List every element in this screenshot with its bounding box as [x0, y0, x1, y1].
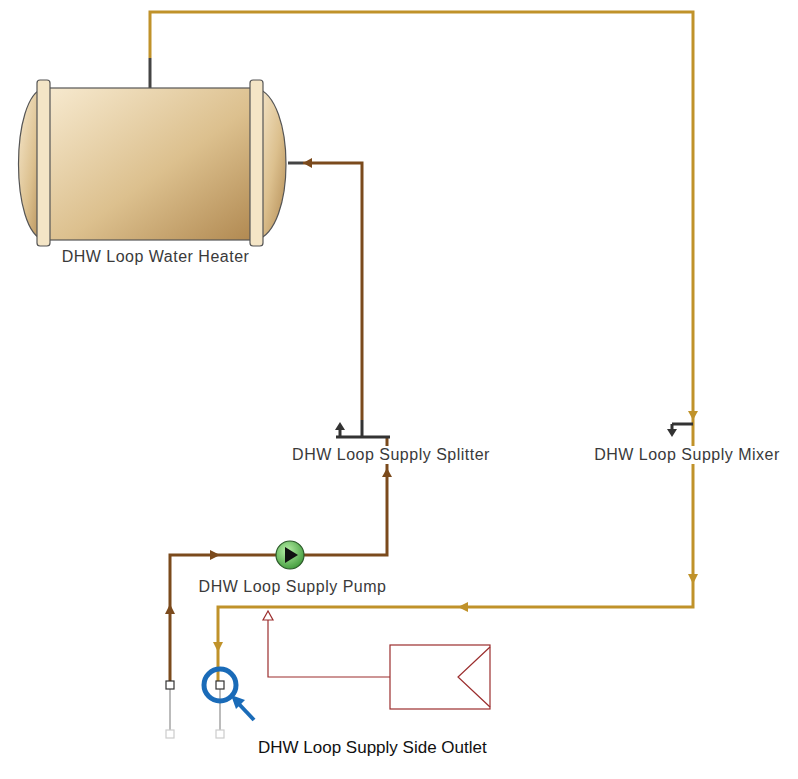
tank-flange — [37, 80, 50, 246]
node-square — [216, 681, 224, 689]
setpoint-arrow — [263, 611, 273, 620]
splitter-outlet — [339, 429, 342, 437]
flow-arrow — [210, 550, 220, 560]
callout-arrow — [238, 703, 254, 720]
water-heater: DHW Loop Water Heater — [8, 58, 303, 270]
supply-outlet-pipe — [218, 468, 693, 681]
tank-flange — [250, 80, 263, 246]
flow-arrow — [213, 642, 223, 652]
pipe-connector — [150, 12, 693, 420]
component-label: DHW Loop Supply Splitter — [290, 446, 492, 464]
tank-body — [44, 88, 256, 240]
tank-outlet-nozzle — [149, 58, 152, 88]
pump-symbol — [276, 541, 304, 569]
pipe-connector — [386, 468, 389, 540]
splitter-outlet — [361, 420, 364, 437]
node-square — [166, 681, 174, 689]
pump-node: DHW Loop Supply Pump — [180, 540, 405, 600]
flow-arrow — [165, 604, 175, 614]
component-label: DHW Loop Supply Pump — [197, 578, 389, 596]
splitter-arrow — [335, 422, 345, 430]
node-square — [166, 730, 174, 738]
mixer-node: DHW Loop Supply Mixer — [580, 420, 794, 468]
callout-arrowhead — [231, 695, 245, 709]
mixer-inlet — [672, 423, 693, 426]
node-stub — [219, 689, 221, 730]
mixer-arrow — [667, 429, 677, 437]
flow-arrow — [458, 602, 468, 612]
setpoint-chevron — [458, 647, 490, 707]
node-stub — [169, 689, 171, 730]
splitter-node: DHW Loop Supply Splitter — [286, 420, 496, 468]
pipe-connector — [303, 163, 362, 420]
highlight-circle — [204, 669, 236, 701]
supply-inlet-pipe — [170, 555, 276, 681]
pump-outlet-pipe — [304, 540, 387, 555]
flow-arrow — [688, 574, 698, 584]
component-label: DHW Loop Supply Mixer — [592, 446, 782, 464]
setpoint-leader — [268, 620, 390, 677]
setpoint-manager — [390, 645, 490, 709]
callout-label: DHW Loop Supply Side Outlet — [256, 738, 489, 758]
pump-triangle — [285, 547, 298, 563]
component-label: DHW Loop Water Heater — [60, 248, 252, 266]
node-square — [216, 730, 224, 738]
tank-inlet-nozzle — [288, 162, 303, 165]
